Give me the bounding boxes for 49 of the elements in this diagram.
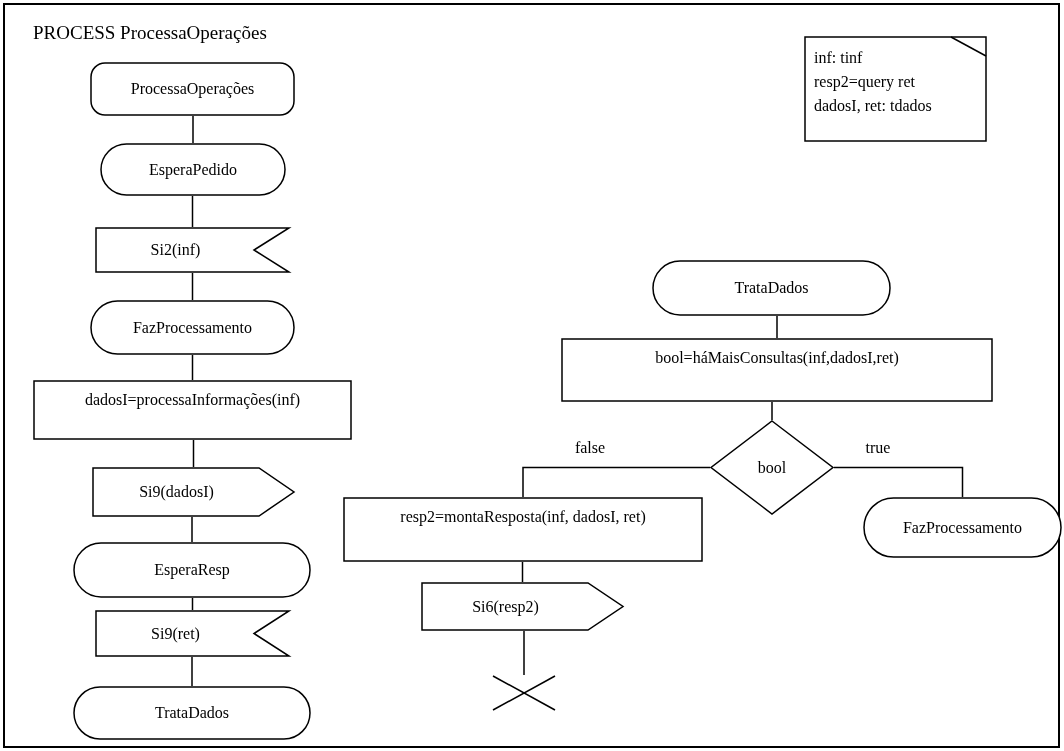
output-signal-symbol: [421, 582, 624, 631]
task-box: [33, 380, 352, 440]
declaration-text: resp2=query ret: [814, 72, 915, 93]
start-symbol: [90, 62, 295, 116]
connector-line: [191, 354, 194, 381]
node-text: EsperaPedido: [149, 159, 237, 181]
state-symbol: [73, 686, 311, 740]
node-text: ProcessaOperações: [130, 79, 255, 100]
connector-line: [191, 195, 194, 228]
node-text: Si9(dadosI): [139, 482, 214, 503]
process-title: PROCESS ProcessaOperações: [33, 21, 267, 45]
connector-line: [523, 630, 525, 676]
node-text: FazProcessamento: [132, 317, 253, 338]
node-text: TrataDados: [154, 703, 230, 723]
node-text: resp2=montaResposta(inf, dadosI, ret): [400, 507, 646, 528]
connector-line: [833, 466, 964, 498]
node-text: TrataDados: [734, 278, 809, 298]
state-symbol: [652, 260, 891, 316]
task-box: [343, 497, 703, 562]
connector-line: [192, 115, 194, 144]
node-text: FazProcessamento: [902, 517, 1023, 538]
connector-line: [776, 315, 778, 339]
state-symbol: [863, 497, 1062, 558]
node-text: EsperaResp: [154, 560, 230, 581]
node-text: dadosI=processaInformações(inf): [84, 390, 301, 411]
connector-line: [191, 516, 193, 543]
node-text: bool=háMaisConsultas(inf,dadosI,ret): [655, 348, 899, 369]
decision-diamond: [710, 420, 834, 515]
node-text: bool: [757, 457, 787, 478]
connector-line: [521, 561, 524, 583]
stop-symbol: [492, 675, 556, 711]
state-symbol: [100, 143, 286, 196]
connector-line: [771, 401, 773, 421]
node-text: Si6(resp2): [472, 596, 539, 618]
declaration-text: inf: tinf: [814, 48, 863, 68]
input-signal-symbol: [95, 227, 290, 273]
state-symbol: [73, 542, 311, 598]
node-text: Si2(inf): [150, 240, 201, 261]
input-signal-symbol: [95, 610, 290, 657]
connector-line: [191, 272, 194, 301]
task-box: [561, 338, 993, 402]
connector-line: [522, 466, 711, 498]
declaration-text: dadosI, ret: tdados: [814, 96, 932, 116]
output-signal-symbol: [92, 467, 295, 517]
connector-line: [191, 656, 193, 687]
connector-line: [192, 439, 195, 468]
node-text: Si9(ret): [151, 623, 200, 645]
declaration-note: [804, 36, 987, 142]
process-frame: [3, 3, 1060, 748]
